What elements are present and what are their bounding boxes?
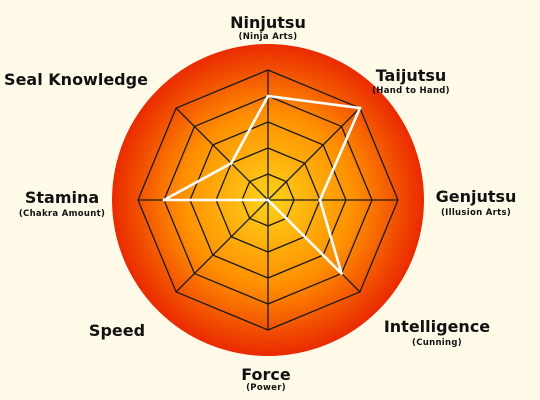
grid-spoke-8 xyxy=(175,107,269,201)
axis-label-4: Intelligence xyxy=(384,317,490,336)
axis-label-7: Stamina xyxy=(25,188,99,207)
axis-labels: Ninjutsu(Ninja Arts) Taijutsu(Hand to Han… xyxy=(4,13,516,393)
series-point-3 xyxy=(318,198,322,202)
axis-label-1: Ninjutsu xyxy=(230,13,306,32)
series-point-4 xyxy=(340,272,343,275)
axis-sublabel-5: (Power) xyxy=(246,383,286,393)
axis-sublabel-2: (Hand to Hand) xyxy=(372,86,450,96)
axis-label-8: Seal Knowledge xyxy=(4,70,148,89)
series-point-2 xyxy=(358,106,362,110)
axis-label-2: Taijutsu xyxy=(376,66,447,85)
axis-label-6: Speed xyxy=(89,321,145,340)
series-point-6 xyxy=(266,198,270,202)
axis-label-5: Force xyxy=(241,365,291,384)
grid-spoke-6 xyxy=(175,199,269,293)
axis-label-3: Genjutsu xyxy=(436,187,517,206)
series-point-8 xyxy=(229,161,233,165)
series-point-1 xyxy=(266,94,270,98)
axis-sublabel-7: (Chakra Amount) xyxy=(19,209,105,219)
axis-sublabel-1: (Ninja Arts) xyxy=(239,32,298,42)
series-line-1 xyxy=(163,94,362,275)
radar-series xyxy=(162,94,362,275)
series-point-7 xyxy=(162,198,166,202)
axis-sublabel-3: (Illusion Arts) xyxy=(441,208,511,218)
axis-sublabel-4: (Cunning) xyxy=(412,338,462,348)
grid-spoke-2 xyxy=(267,107,361,201)
